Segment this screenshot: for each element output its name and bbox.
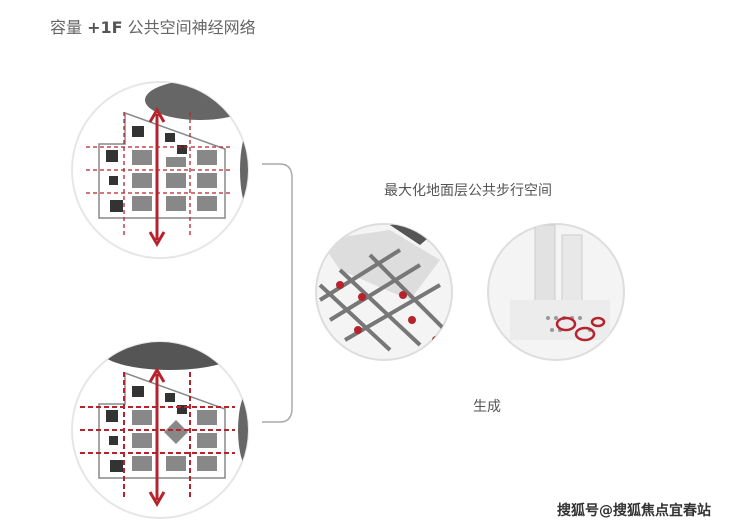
title-prefix: 容量 xyxy=(50,18,88,37)
building-section-top xyxy=(71,81,249,259)
subtitle: 最大化地面层公共步行空间 xyxy=(384,183,552,199)
bracket xyxy=(262,163,293,423)
ground-network-circle xyxy=(315,223,453,361)
diagram-title: 容量 +1F 公共空间神经网络 xyxy=(50,14,256,38)
tower-massing-circle xyxy=(487,223,625,361)
title-suffix: 公共空间神经网络 xyxy=(122,18,256,37)
watermark: 搜狐号@搜狐焦点宜春站 xyxy=(557,503,711,519)
title-bold: +1F xyxy=(87,18,123,37)
building-section-bottom xyxy=(71,341,249,519)
generate-label: 生成 xyxy=(473,399,501,415)
